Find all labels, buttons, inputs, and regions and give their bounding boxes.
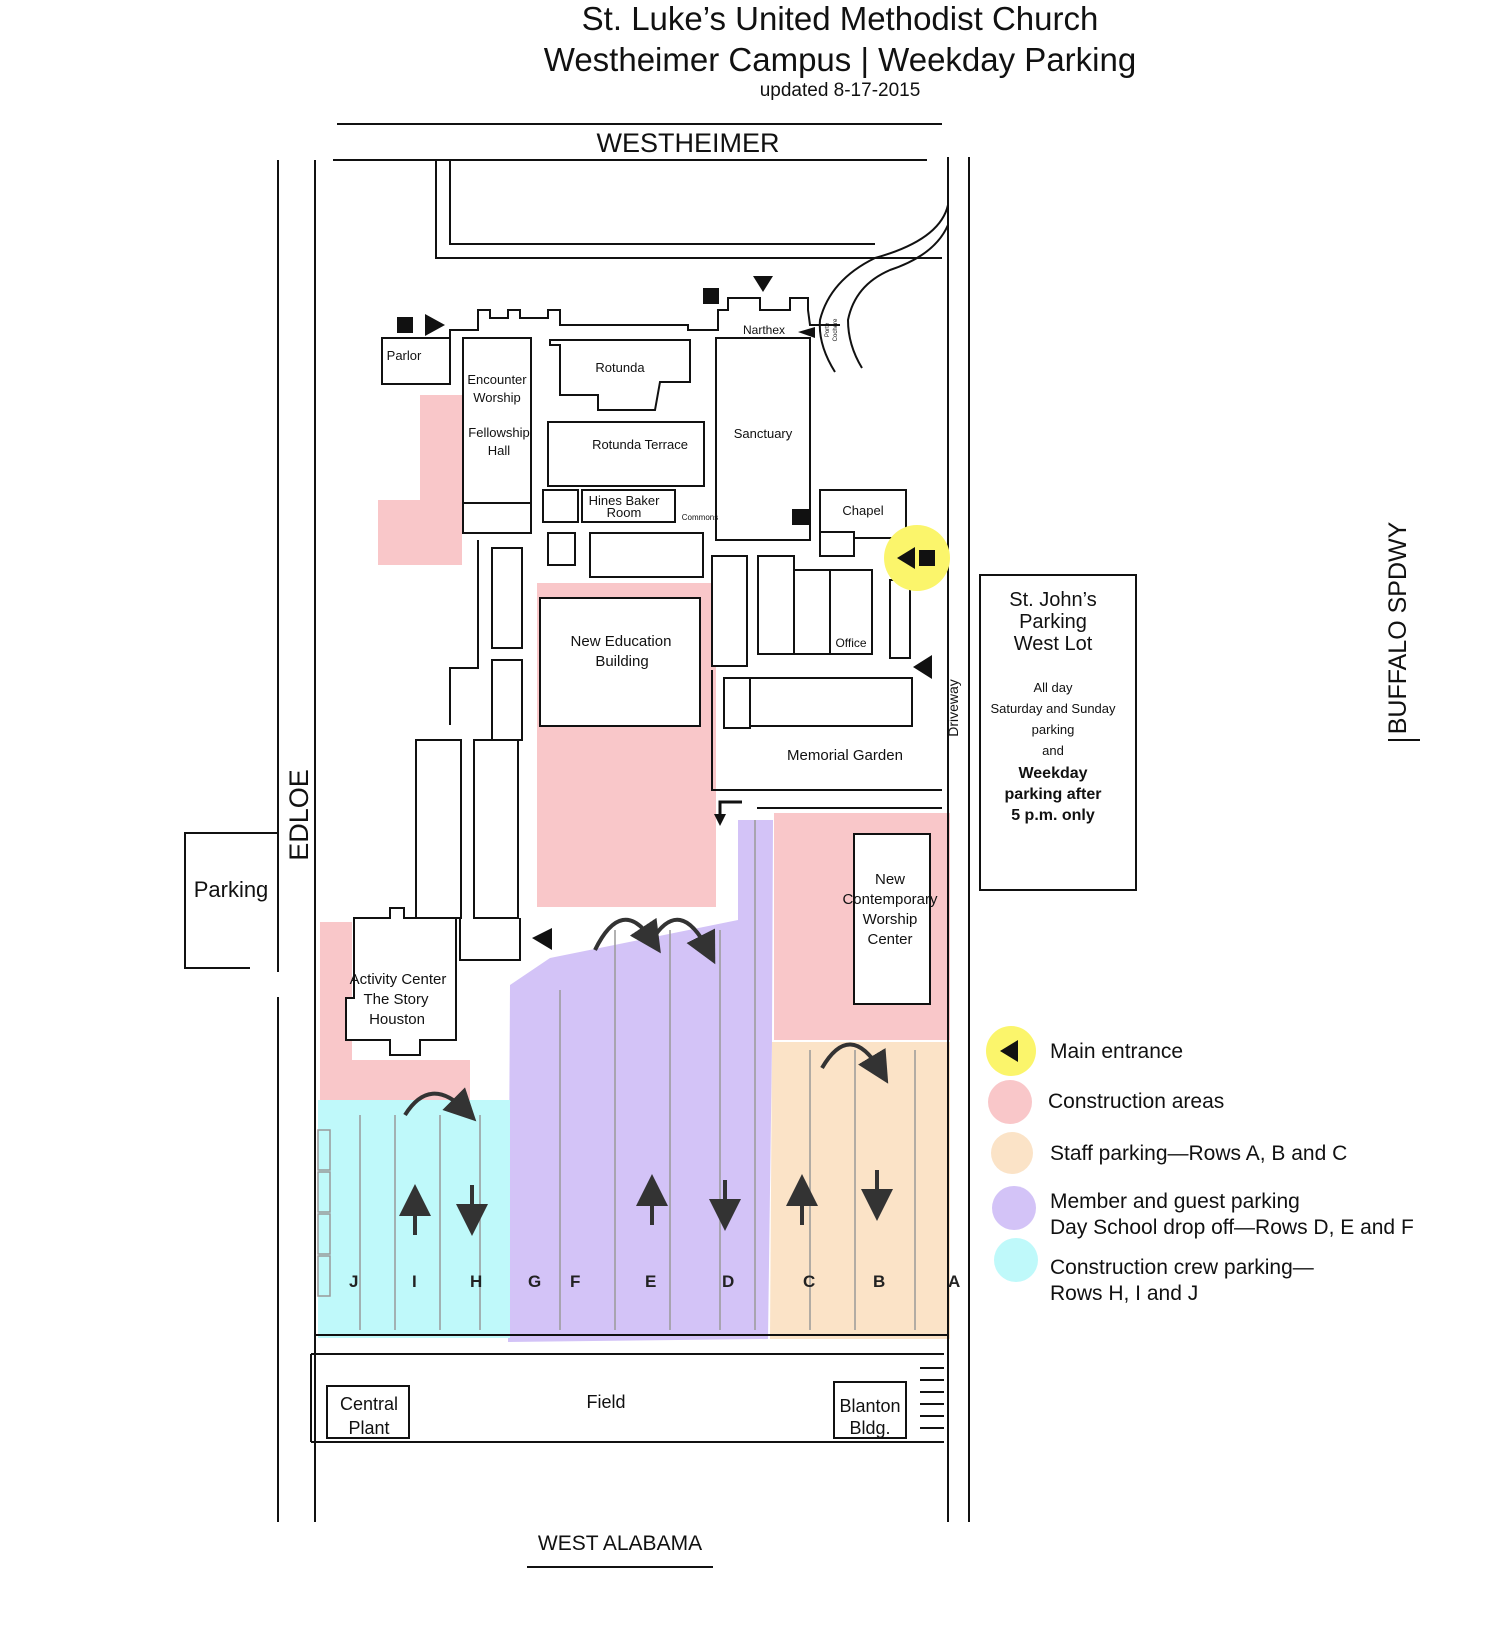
legend-swatch-construction [988,1080,1032,1124]
row-label: E [645,1272,656,1291]
st-johns-note-1: All day [1033,680,1073,695]
street-westheimer: WESTHEIMER [596,128,779,158]
label-fellowship-1: Fellowship [468,425,529,440]
st-johns-lot [979,574,1137,891]
st-johns-bold-3: 5 p.m. only [1011,807,1095,824]
legend-main-entrance: Main entrance [1050,1040,1183,1063]
driveway-entrance-icon [913,655,932,679]
label-sanctuary: Sanctuary [734,426,793,441]
row-label: C [803,1272,815,1291]
legend-swatch-staff [991,1132,1033,1174]
st-johns-bold-1: Weekday [1018,765,1087,782]
member-entrance-icon [532,928,552,950]
legend-crew-2: Rows H, I and J [1050,1282,1198,1305]
label-offsite-parking: Parking [194,877,269,902]
st-johns-note-2: Saturday and Sunday [990,701,1116,716]
street-buffalo: BUFFALO SPDWY [1384,521,1412,734]
row-label: A [948,1272,960,1291]
label-central-2: Plant [348,1418,389,1438]
offsite-parking-box [184,832,278,969]
legend-staff: Staff parking—Rows A, B and C [1050,1142,1347,1165]
label-hines-2: Room [607,505,642,520]
label-cochere: Cochere [833,318,839,341]
row-labels: J I H G F E D C B A [349,1272,960,1291]
narthex-entrance-icon [753,276,773,292]
legend: Main entrance Construction areas Staff p… [986,1026,1414,1305]
label-activity-3: Houston [369,1011,425,1028]
label-memorial-garden: Memorial Garden [787,747,903,764]
street-west-alabama: WEST ALABAMA [538,1532,702,1555]
accessible-icon [919,550,935,566]
label-field: Field [586,1392,625,1412]
label-porte: Porte [825,322,831,337]
label-activity-2: The Story [363,991,429,1008]
label-ncwc-2: Contemporary [842,891,938,908]
st-johns-note-4: and [1042,743,1064,758]
st-johns-text: St. John’s Parking West Lot All day Satu… [990,589,1116,824]
accessible-icon [397,317,413,333]
map-subtitle: Westheimer Campus | Weekday Parking [543,41,1137,78]
legend-swatch-crew [994,1238,1038,1282]
label-activity-1: Activity Center [350,971,447,988]
label-new-ed-1: New Education [571,633,672,650]
label-rotunda-terrace: Rotunda Terrace [592,437,688,452]
legend-member-2: Day School drop off—Rows D, E and F [1050,1216,1414,1239]
side-entrance-icon [425,314,445,336]
main-entrance-icon [897,547,915,569]
updated-date: updated 8-17-2015 [759,80,921,101]
label-blanton-1: Blanton [839,1396,900,1416]
label-ncwc-3: Worship [863,911,918,928]
front-drive [435,160,949,373]
row-label: F [570,1272,580,1291]
legend-swatch-member [992,1186,1036,1230]
parking-rows [317,820,916,1330]
label-ncwc-4: Center [867,931,912,948]
legend-member-1: Member and guest parking [1050,1190,1300,1213]
label-fellowship-2: Hall [488,443,511,458]
row-label: I [412,1272,417,1291]
accessible-icon [703,288,719,304]
legend-crew-1: Construction crew parking— [1050,1256,1314,1279]
row-label: G [528,1272,541,1291]
st-johns-title-3: West Lot [1014,633,1093,655]
label-hines-1: Hines Baker [589,493,660,508]
label-rotunda: Rotunda [595,360,645,375]
label-new-ed-2: Building [595,653,648,670]
staff-parking-zone [770,1042,950,1339]
label-narthex: Narthex [743,323,785,337]
street-lines [277,123,1420,1568]
st-johns-note-3: parking [1032,722,1075,737]
label-chapel: Chapel [842,503,883,518]
st-johns-title-1: St. John’s [1009,589,1096,611]
building-outlines [345,297,942,1056]
porte-entrance-icon [798,327,815,338]
row-label: D [722,1272,734,1291]
label-blanton-2: Bldg. [849,1418,890,1438]
row-label: J [349,1272,358,1291]
map-title: St. Luke’s United Methodist Church [581,0,1099,37]
label-encounter-2: Worship [473,390,520,405]
main-entrance-highlight [884,525,950,591]
street-edloe: EDLOE [284,769,314,861]
legend-construction: Construction areas [1048,1090,1224,1113]
st-johns-title-2: Parking [1019,611,1087,633]
label-encounter-1: Encounter [467,372,527,387]
entrance-markers [425,276,932,950]
label-parlor: Parlor [387,348,422,363]
row-label: H [470,1272,482,1291]
field-area [310,1334,948,1443]
driveway-label: Driveway [945,679,961,737]
row-label: B [873,1272,885,1291]
label-office: Office [835,636,866,650]
label-central-1: Central [340,1394,398,1414]
st-johns-bold-2: parking after [1005,786,1102,803]
label-commons: Commons [682,513,718,522]
label-ncwc-1: New [875,871,905,888]
traffic-arrows [399,917,893,1236]
